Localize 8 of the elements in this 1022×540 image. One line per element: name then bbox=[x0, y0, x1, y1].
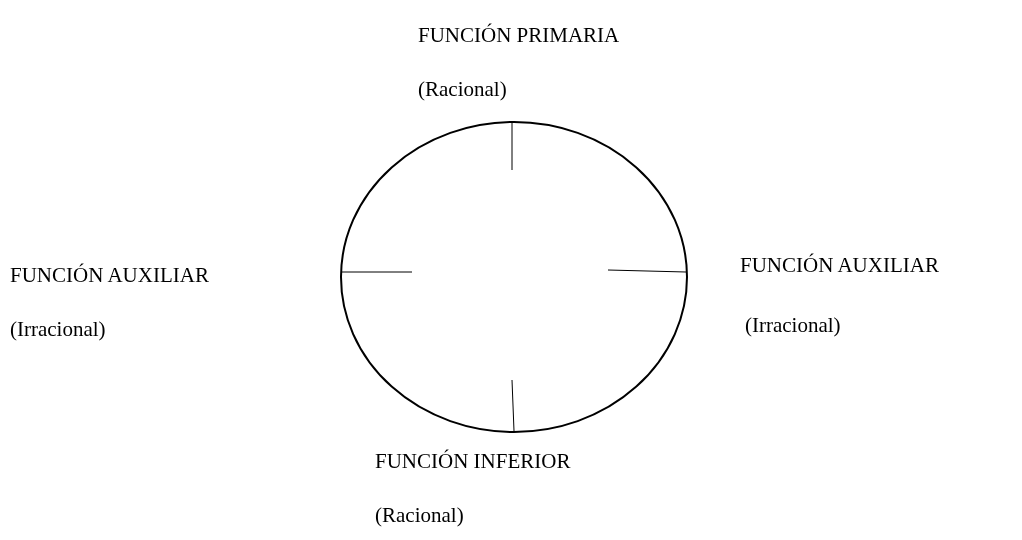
function-label: (Irracional) bbox=[10, 316, 106, 342]
function-label: (Irracional) bbox=[745, 312, 841, 338]
function-label: FUNCIÓN AUXILIAR bbox=[10, 262, 209, 288]
function-label: FUNCIÓN AUXILIAR bbox=[740, 252, 939, 278]
function-label: FUNCIÓN INFERIOR bbox=[375, 448, 571, 474]
function-label: (Racional) bbox=[418, 76, 507, 102]
function-label: (Racional) bbox=[375, 502, 464, 528]
function-label: FUNCIÓN PRIMARIA bbox=[418, 22, 620, 48]
